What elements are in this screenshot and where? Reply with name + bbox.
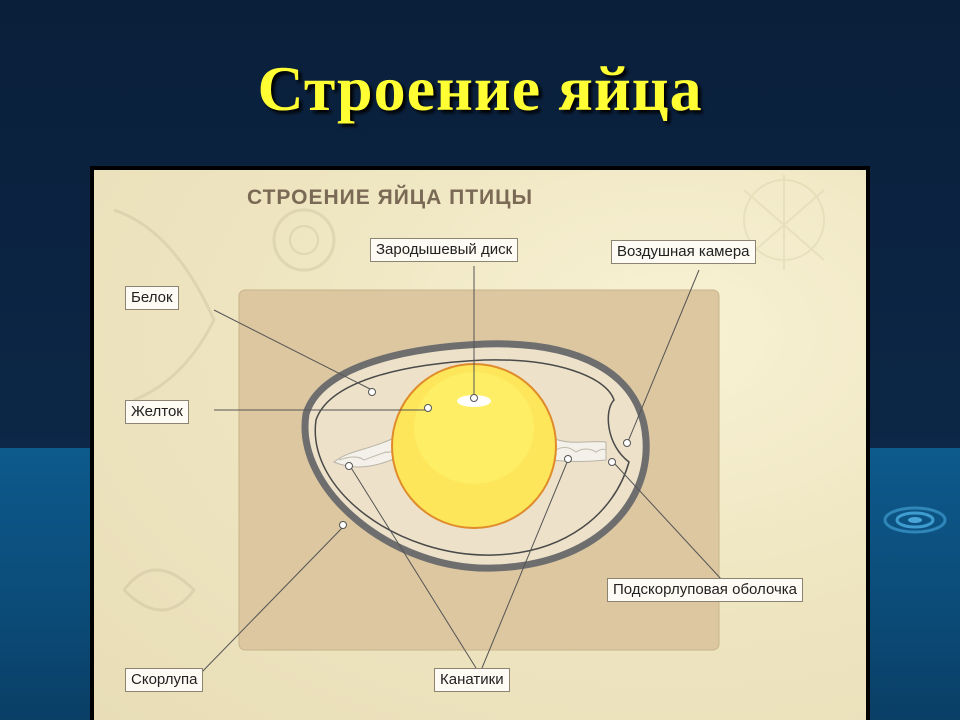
chalaza-right bbox=[551, 437, 607, 462]
label-shell-membrane: Подскорлуповая оболочка bbox=[607, 578, 804, 602]
label-germinal-disc: Зародышевый диск bbox=[370, 238, 519, 262]
water-ripple-decoration bbox=[883, 506, 947, 534]
leader-lines bbox=[198, 266, 723, 676]
label-air-cell: Воздушная камера bbox=[611, 240, 756, 264]
pointer-dots bbox=[339, 388, 631, 529]
diagram-heading: СТРОЕНИЕ ЯЙЦА ПТИЦЫ bbox=[94, 186, 866, 210]
slide-title: Строение яйца bbox=[257, 53, 703, 124]
egg-diagram-svg bbox=[113, 175, 825, 676]
label-yolk: Желток bbox=[125, 400, 189, 424]
label-albumen: Белок bbox=[125, 286, 179, 310]
diagram-heading-text: СТРОЕНИЕ ЯЙЦА ПТИЦЫ bbox=[246, 186, 534, 209]
label-shell: Скорлупа bbox=[125, 668, 204, 692]
diagram-canvas: СТРОЕНИЕ ЯЙЦА ПТИЦЫ Зародышевый диск Воз… bbox=[94, 170, 866, 720]
background-sketch bbox=[113, 175, 825, 612]
diagram-panel: СТРОЕНИЕ ЯЙЦА ПТИЦЫ Зародышевый диск Воз… bbox=[90, 166, 870, 720]
label-chalazae: Канатики bbox=[434, 668, 510, 692]
